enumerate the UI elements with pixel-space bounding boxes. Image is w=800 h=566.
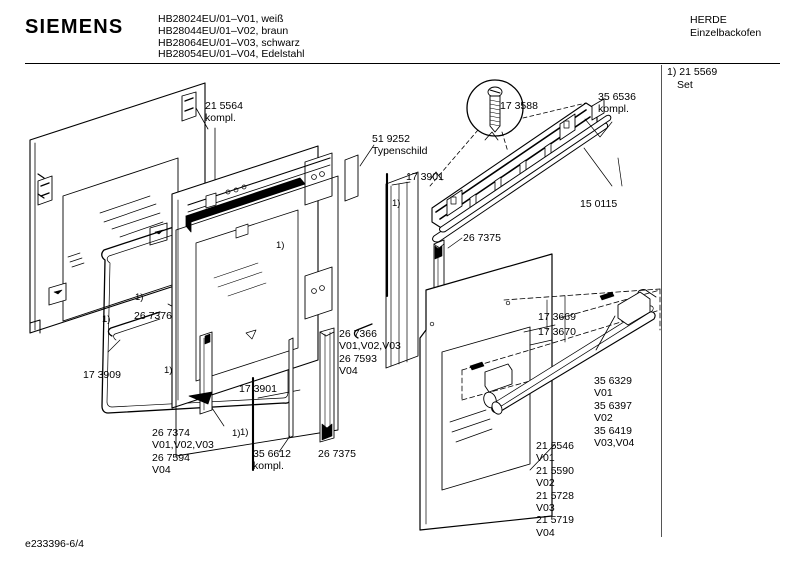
callout-21-5564: 21 5564 kompl. bbox=[205, 100, 243, 125]
footnote-marker-7: 1) bbox=[392, 198, 401, 209]
column-divider bbox=[661, 65, 662, 537]
callout-21-5546: 21 5546 V01 21 5590 V02 21 5728 V03 21 5… bbox=[536, 440, 574, 539]
callout-17-3901-b: 17 3901 bbox=[239, 383, 277, 395]
model-line-4: HB28054EU/01–V04, Edelstahl bbox=[158, 48, 305, 61]
blade-35-6612 bbox=[289, 338, 293, 438]
category-block: HERDE Einzelbackofen bbox=[690, 14, 761, 39]
model-line-3: HB28064EU/01–V03, schwarz bbox=[158, 36, 300, 49]
hinge-rail-left bbox=[188, 158, 330, 212]
footnote-marker-2: 1) bbox=[102, 314, 111, 325]
callout-26-7375-b: 26 7375 bbox=[318, 448, 356, 460]
callout-26-7366: 26 7366 V01,V02,V03 26 7593 V04 bbox=[339, 328, 401, 378]
model-line-2: HB28044EU/01–V02, braun bbox=[158, 24, 289, 37]
callout-26-7376: 26 7376 bbox=[134, 310, 172, 322]
footnote-marker-6: 1) bbox=[240, 427, 249, 438]
footnote-marker-3: 1) bbox=[276, 240, 285, 251]
door-panel-middle bbox=[176, 176, 338, 456]
bracket-26-7374 bbox=[189, 332, 212, 414]
callout-26-7375-a: 26 7375 bbox=[463, 232, 501, 244]
footnote-marker-1: 1) bbox=[135, 292, 144, 303]
callout-26-7374: 26 7374 V01,V02,V03 26 7594 V04 bbox=[152, 427, 214, 477]
callout-17-3670: 17 3670 bbox=[538, 326, 576, 338]
door-seal-frame bbox=[102, 190, 292, 413]
set-note-marker: 1) 21 5569 bbox=[667, 66, 718, 78]
callout-35-6329: 35 6329 V01 35 6397 V02 35 6419 V03,V04 bbox=[594, 375, 635, 450]
rail-35-6536 bbox=[432, 99, 604, 229]
trim-strip-center bbox=[186, 178, 305, 232]
header-divider bbox=[25, 63, 780, 64]
callout-35-6536: 35 6536 kompl. bbox=[598, 91, 636, 116]
rods-15-0115 bbox=[433, 115, 611, 242]
model-list: HB28024EU/01–V01, weiß HB28044EU/01–V02,… bbox=[158, 13, 305, 61]
callout-17-3669: 17 3669 bbox=[538, 311, 576, 323]
category-subtitle: Einzelbackofen bbox=[690, 26, 762, 39]
rear-glass-panel bbox=[30, 83, 205, 333]
siemens-logo: SIEMENS bbox=[25, 16, 124, 38]
footnote-marker-5: 1) bbox=[232, 428, 241, 439]
set-note: 1) 21 5569 Set bbox=[667, 66, 717, 91]
drawing-number: e233396-6/4 bbox=[25, 538, 84, 550]
category-title: HERDE bbox=[690, 14, 727, 26]
callout-17-3909: 17 3909 bbox=[83, 369, 121, 381]
channel-26-7375-center bbox=[320, 328, 334, 442]
set-note-text: Set bbox=[677, 78, 693, 91]
model-line-1: HB28024EU/01–V01, weiß bbox=[158, 13, 284, 25]
callout-17-3901-a: 17 3901 bbox=[406, 171, 444, 183]
door-inner-frame bbox=[172, 146, 332, 408]
callout-17-3588: 17 3588 bbox=[500, 100, 538, 112]
channel-26-7375-right bbox=[434, 240, 444, 352]
footnote-marker-4: 1) bbox=[164, 365, 173, 376]
callout-15-0115: 15 0115 bbox=[580, 198, 618, 210]
callout-35-6612: 35 6612 kompl. bbox=[253, 448, 291, 473]
callout-51-9252: 51 9252 Typenschild bbox=[372, 133, 428, 158]
rating-plate bbox=[345, 155, 358, 201]
handle-bar-left bbox=[482, 364, 520, 410]
